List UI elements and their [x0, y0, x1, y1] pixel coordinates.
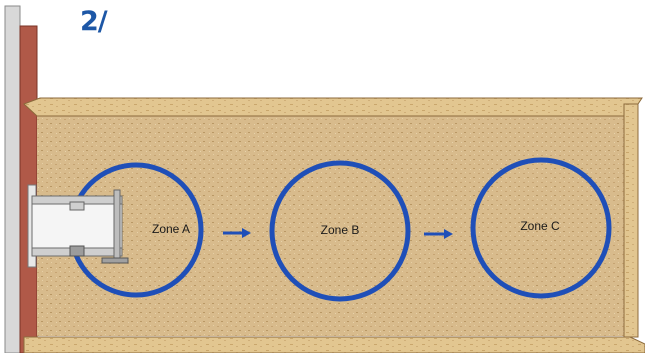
zone-b-label: Zone B	[321, 223, 360, 237]
conveyor-icon	[28, 185, 128, 267]
zone-a-label: Zone A	[152, 222, 190, 236]
zone-c-label: Zone C	[520, 219, 560, 233]
wall	[5, 6, 37, 353]
